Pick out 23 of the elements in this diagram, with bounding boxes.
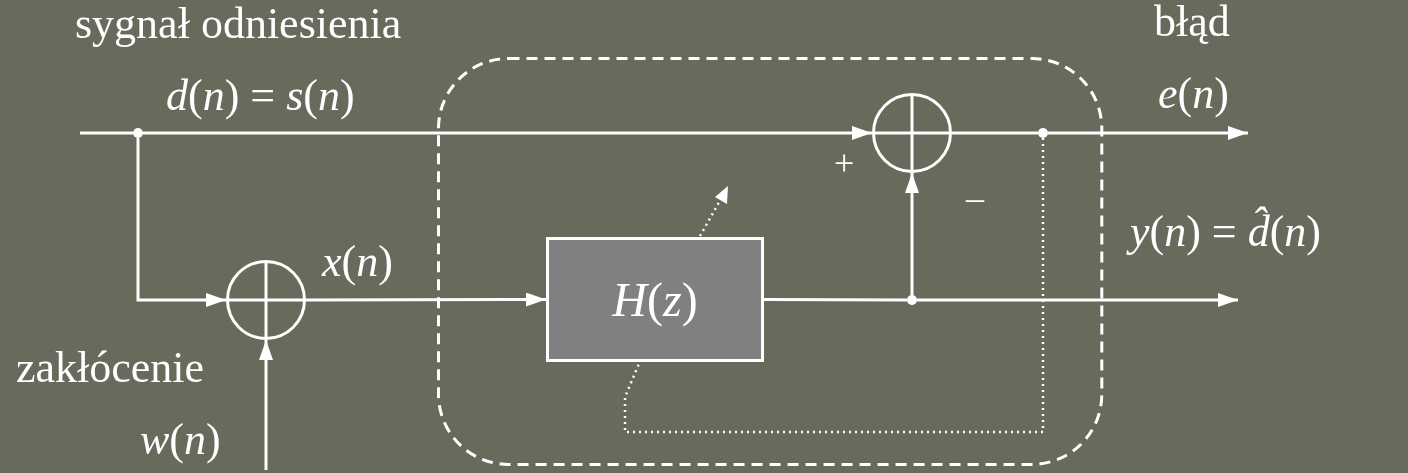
signal-line [764,298,907,302]
signal-arrow [1048,126,1248,140]
signal-arrow [917,293,1238,307]
signal-arrow [259,340,273,470]
signal-line [952,131,1038,135]
signal-label: w(n) [140,418,221,462]
signal-label: błąd [1154,0,1230,44]
summing-junction [226,260,306,340]
signal-label: x(n) [322,240,393,284]
minus-sign: – [966,180,984,216]
signal-label: sygnał odniesienia [75,2,402,46]
summing-junction [872,93,952,173]
signal-arrow [143,126,872,140]
signal-arrow [905,173,919,295]
signal-label: e(n) [1158,72,1229,116]
signal-label: zakłócenie [16,346,205,390]
feedback-line [623,138,1045,434]
signal-arrow [306,292,546,307]
filter-box [546,237,764,362]
signal-label: d(n) = s(n) [166,74,355,118]
signal-line [80,131,133,135]
signal-arrow [136,138,226,307]
plus-sign: + [834,145,855,181]
